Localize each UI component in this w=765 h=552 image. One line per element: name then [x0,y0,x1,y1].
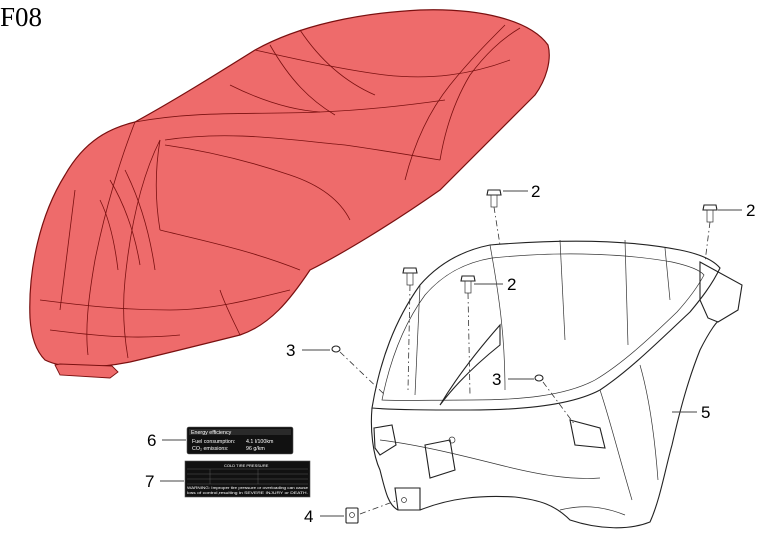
assembly-line [339,351,386,396]
seat-contour [219,289,241,336]
seat-body [29,9,550,368]
storage-box-bracket [373,424,397,456]
energy-label-fuel-label: Fuel consumption: [192,439,235,445]
tire-label-warning: WARNING: Improper tire pressure or overl… [187,485,309,490]
storage-box-rim-inner [381,253,705,401]
seat-contour [164,144,351,221]
screw [331,345,341,353]
callout-number: 5 [701,403,710,422]
seat-latch [54,363,119,379]
seat-contour [159,229,301,271]
assembly-line [542,381,576,426]
storage-box-divider [439,323,501,406]
callout-number: 2 [507,275,516,294]
energy-label-title: Energy efficiency [191,430,232,436]
seat-contour [155,139,161,231]
seat-contour [109,179,141,266]
callout-number: 7 [145,472,154,491]
seat-contour [39,289,291,311]
tire-label-warning: loss of control,resulting in SEVERE INJU… [187,490,308,495]
storage-box-post [448,436,456,444]
seat-contour [86,121,136,356]
assembly-line [704,221,711,263]
storage-box [370,239,743,529]
screw [534,374,544,382]
seat-contour [49,329,181,338]
bolt [702,204,718,223]
storage-box-body-edge [599,389,633,501]
energy-label-co2-value: 96 g/km [246,446,265,452]
seat-contour [124,169,156,271]
storage-box-wall [414,284,421,396]
storage-box-body-edge [639,364,659,481]
seat-contour [99,199,119,271]
clip-nut [345,507,359,524]
seat [29,9,550,379]
storage-box-post [401,497,407,503]
storage-box-wall [624,239,629,346]
tire-label-title: COLD TIRE PRESSURE [224,463,269,468]
storage-box-body-edge [379,439,601,479]
storage-box-bracket [394,487,421,511]
storage-box-bracket [424,439,456,479]
seat-contour [439,27,521,161]
assembly-line [467,292,471,396]
callout-number: 3 [492,370,501,389]
callout-number: 3 [286,341,295,360]
callout-number: 6 [147,431,156,450]
callout-number: 2 [746,201,755,220]
seat-contour [59,189,76,311]
bolt [460,275,476,294]
assembly-line [493,206,501,246]
callout-number: 2 [531,182,540,201]
energy-label: Energy efficiency Fuel consumption: 4.1 … [186,426,294,455]
assembly-line [359,499,399,515]
storage-box-wall [489,244,506,391]
seat-contour [299,29,376,96]
seat-contour [229,84,321,113]
callout-number: 4 [304,507,313,526]
energy-label-fuel-value: 4.1 l/100km [246,439,274,445]
storage-box-body [370,321,719,529]
storage-box-wall [559,239,566,341]
seat-contour [269,44,336,116]
storage-box-body-edge [559,506,626,516]
storage-box-bracket [569,419,606,449]
storage-box-rear-tab [699,261,743,323]
bolt [402,267,418,286]
assembly-line [407,284,411,391]
storage-box-wall [664,247,671,301]
storage-box-rim [371,240,721,411]
bolt [486,189,502,208]
seat-contour [164,135,441,161]
seat-contour [404,24,506,181]
seat-contour [123,139,161,359]
energy-label-co2-label: CO₂ emissions: [192,446,229,452]
tire-pressure-label: COLD TIRE PRESSURE WARNING: Improper tir… [184,460,311,498]
figure-id: F08 [0,2,43,32]
